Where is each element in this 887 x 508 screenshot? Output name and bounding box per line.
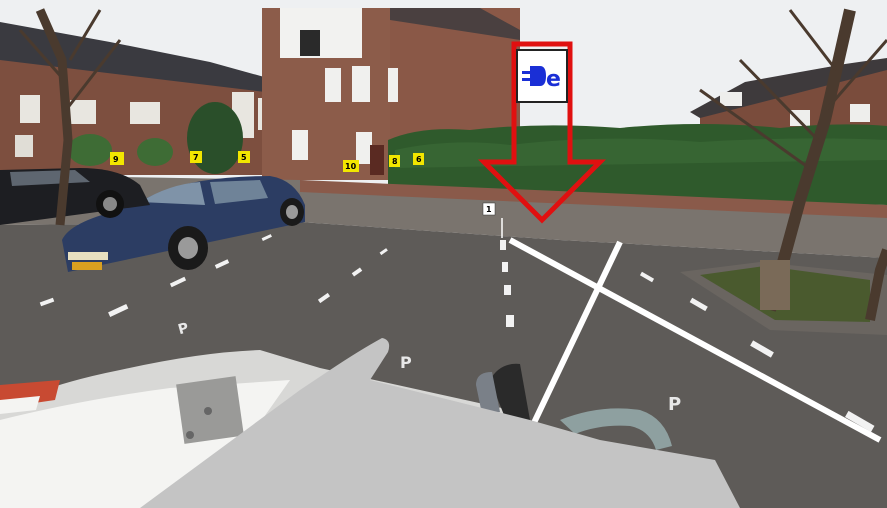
privacy-occluder <box>140 338 740 508</box>
tree-trunk-base <box>760 260 790 310</box>
ev-plug-icon <box>522 66 546 86</box>
house-number-label: 8 <box>392 157 398 166</box>
house-number-label: 6 <box>416 155 422 164</box>
house-number-label: 9 <box>113 155 119 164</box>
parked-black-car <box>0 168 150 225</box>
parking-letter: P <box>400 353 412 372</box>
parked-blue-car <box>62 176 305 272</box>
garden-wall <box>300 180 887 218</box>
bare-trees <box>18 8 887 321</box>
parking-letter: P <box>668 394 681 415</box>
house-number-label: 10 <box>345 162 357 171</box>
ev-sign-letter: e <box>546 67 561 92</box>
house-number-label: 5 <box>241 153 247 162</box>
parking-letter: P <box>176 320 190 338</box>
space-marker: 1 <box>482 202 503 238</box>
ev-charging-sign: e <box>516 49 568 103</box>
house-number-label: 7 <box>193 153 199 162</box>
house-number-tags: 9 7 5 10 8 6 <box>110 151 424 172</box>
parking-line-markings <box>39 234 875 432</box>
red-down-arrow <box>477 41 607 224</box>
white-x-mark <box>508 237 882 450</box>
parking-letters: P P P <box>176 320 681 415</box>
space-marker-label: 1 <box>486 205 492 214</box>
